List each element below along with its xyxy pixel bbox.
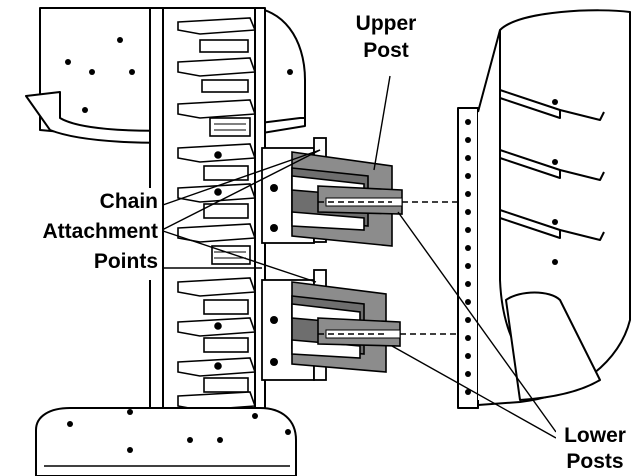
callout-chain-line1: Chain bbox=[100, 190, 158, 213]
upper-post-assembly bbox=[291, 151, 403, 247]
callout-lower-posts-line1: Lower bbox=[564, 424, 626, 447]
callout-upper-post-line1: Upper bbox=[356, 12, 417, 35]
latch bbox=[177, 317, 257, 353]
latch bbox=[177, 277, 257, 315]
latch bbox=[177, 183, 257, 219]
lower-post-assembly bbox=[291, 281, 401, 373]
callout-chain-line3: Points bbox=[94, 250, 158, 273]
latch bbox=[177, 57, 257, 93]
leader-lines bbox=[148, 75, 557, 439]
bucket-attachment bbox=[457, 9, 631, 409]
lower-housing bbox=[35, 407, 297, 476]
latch-assemblies bbox=[177, 17, 257, 411]
latch bbox=[177, 143, 257, 181]
latch bbox=[177, 99, 257, 137]
callout-chain-attachment: Chain Attachment Points bbox=[0, 188, 162, 280]
callout-upper-post: Upper Post bbox=[356, 12, 417, 62]
bucket-mount-bar bbox=[457, 107, 479, 409]
callout-chain-line2: Attachment bbox=[42, 220, 158, 243]
alignment-lines bbox=[318, 201, 462, 335]
latch bbox=[177, 357, 257, 393]
callout-lower-posts: Lower Posts bbox=[556, 420, 636, 476]
callout-upper-post-line2: Post bbox=[363, 39, 409, 62]
latch bbox=[177, 17, 257, 53]
callout-lower-posts-line2: Posts bbox=[566, 450, 623, 473]
